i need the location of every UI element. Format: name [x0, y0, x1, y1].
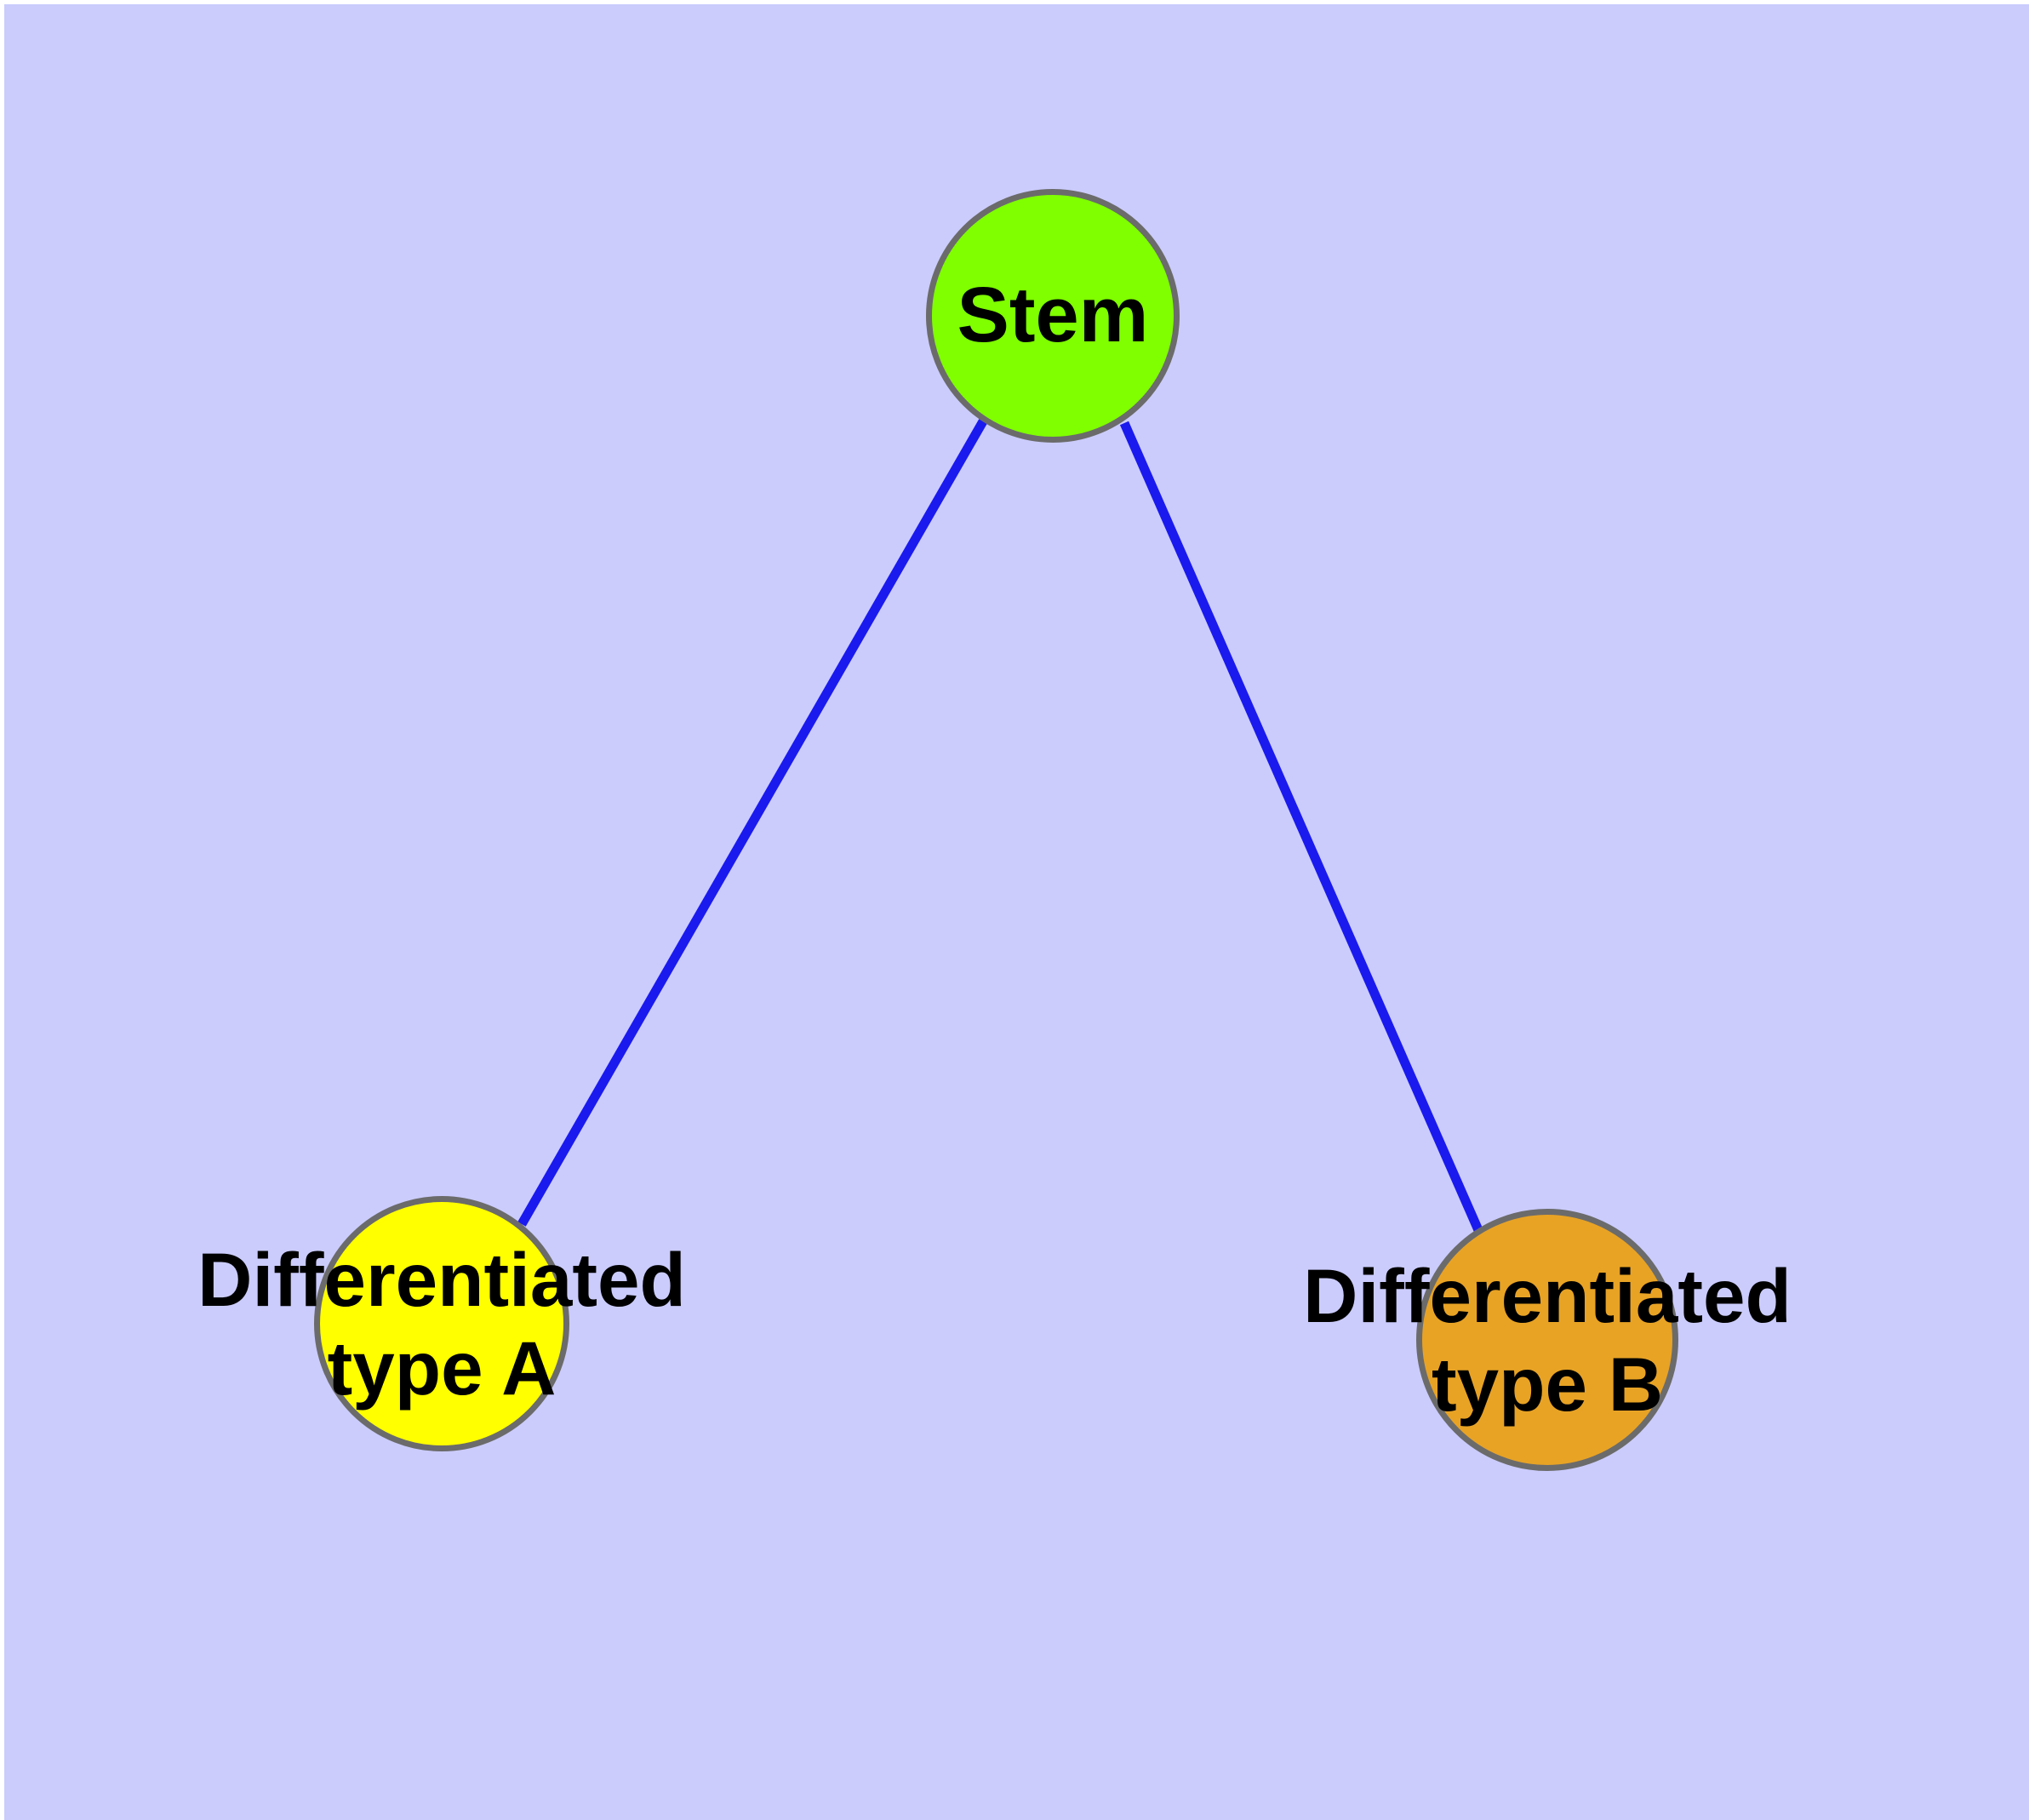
node-stem[interactable] [926, 189, 1180, 443]
edge-stem-to-type-b [1119, 421, 1483, 1233]
node-differentiated-type-b[interactable] [1416, 1209, 1678, 1471]
edge-stem-to-type-a [517, 419, 987, 1227]
node-differentiated-type-a[interactable] [314, 1196, 569, 1451]
